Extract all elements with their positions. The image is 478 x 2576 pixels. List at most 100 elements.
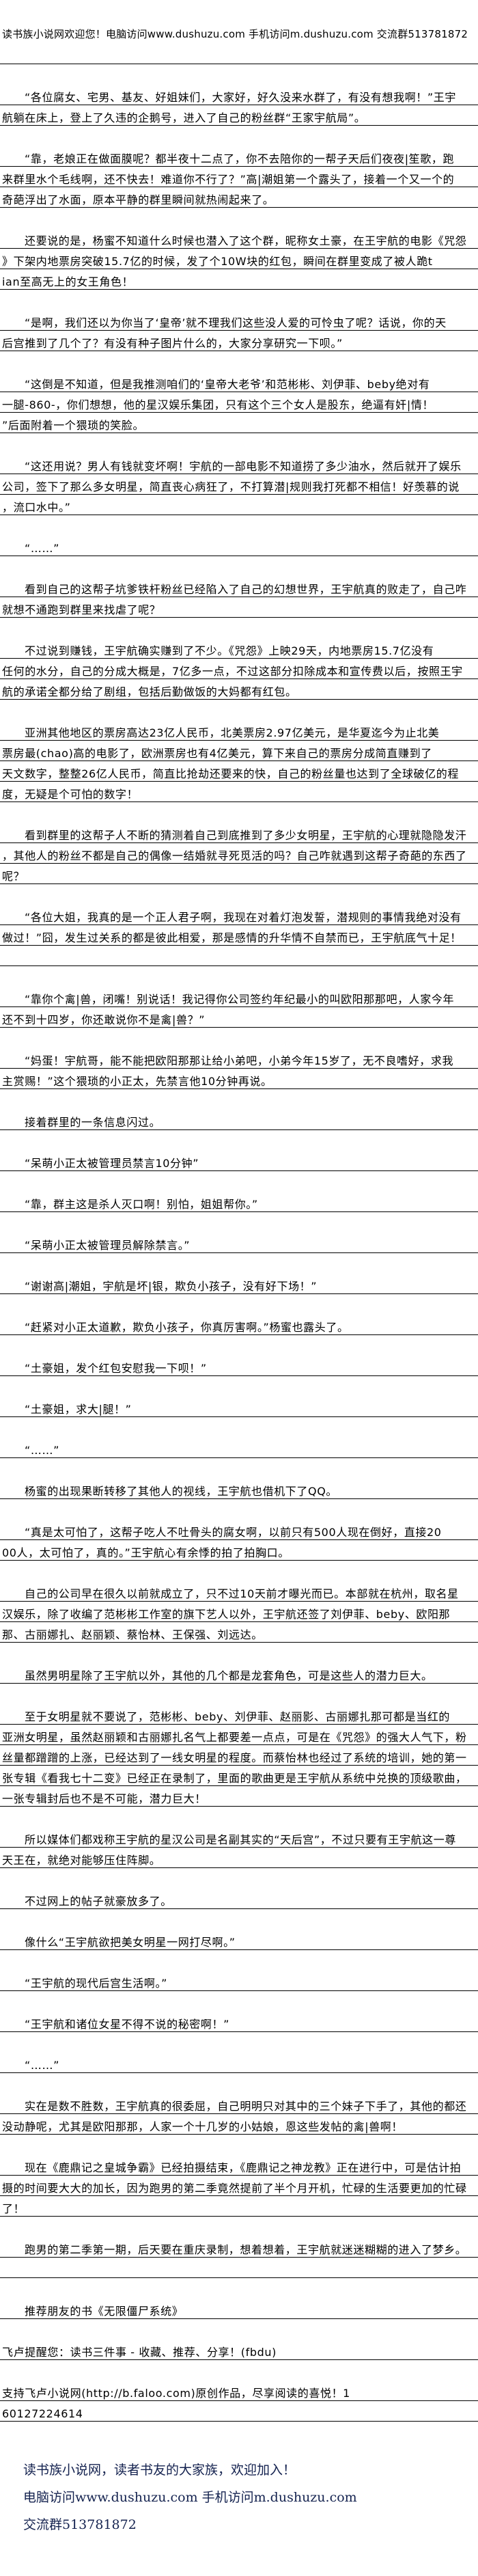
site-header: 读书族小说网欢迎您！电脑访问www.dushuzu.com 手机访问m.dush… — [0, 0, 478, 64]
text-line: 至于女明星就不要说了，范彬彬、beby、刘伊菲、赵丽影、古丽娜扎那可都是当红的 — [0, 1704, 478, 1725]
text-line: 任何的水分，自己的分成大概是，7亿多一点，不过这部分扣除成本和宣传费以后，按照王… — [0, 659, 478, 679]
text-line: “呆萌小正太被管理员禁言10分钟” — [0, 1151, 478, 1171]
paragraph: 至于女明星就不要说了，范彬彬、beby、刘伊菲、赵丽影、古丽娜扎那可都是当红的亚… — [0, 1704, 478, 1807]
paragraph: 虽然男明星除了王宇航以外，其他的几个都是龙套角色，可是这些人的潜力巨大。 — [0, 1663, 478, 1684]
text-line: “谢谢高|潮姐，宇航是坏|银，欺负小孩子，没有好下场！” — [0, 1274, 478, 1294]
text-line: 主赏赐！”这个猥琐的小正太，先禁言他10分钟再说。 — [0, 1069, 478, 1089]
text-line: 亚洲女明星，虽然赵丽颖和古丽娜扎名气上都要差一点点，可是在《咒怨》的强大人气下，… — [0, 1725, 478, 1745]
text-line: 00人，太可怕了，真的。”王宇航心有余悸的拍了拍胸口。 — [0, 1540, 478, 1561]
text-line: 还要说的是，杨蜜不知道什么时候也潜入了这个群，昵称女土豪，在王宇航的电影《咒怨 — [0, 228, 478, 249]
text-line: “呆萌小正太被管理员解除禁言。” — [0, 1233, 478, 1253]
text-line: 了！ — [0, 2196, 478, 2217]
paragraph: 支持飞卢小说网(http://b.faloo.com)原创作品，尽享阅读的喜悦！… — [0, 2381, 478, 2422]
paragraph: “呆萌小正太被管理员禁言10分钟” — [0, 1151, 478, 1171]
text-line: ian至高无上的女王角色！ — [0, 269, 478, 290]
text-line: “这倒是不知道，但是我推测咱们的‘皇帝大老爷’和范彬彬、刘伊菲、beby绝对有 — [0, 372, 478, 392]
chapter-body: “各位腐女、宅男、基友、好姐妹们，大家好，好久没来水群了，有没有想我啊！”王宇航… — [0, 64, 478, 2422]
text-line: 还不到十四岁，你还敢说你不是禽|兽？” — [0, 1007, 478, 1028]
text-line: “王宇航的现代后宫生活啊。” — [0, 1971, 478, 1991]
text-line: 没动静呢，尤其是欧阳那那，人家一个十几岁的小姑娘，恩这些发帖的禽|兽啊！ — [0, 2114, 478, 2135]
paragraph: 看到自己的这帮子坑爹铁杆粉丝已经陷入了自己的幻想世界，王宇航真的败走了，自己咋就… — [0, 577, 478, 618]
text-line: 支持飞卢小说网(http://b.faloo.com)原创作品，尽享阅读的喜悦！… — [0, 2381, 478, 2401]
text-line: 天文数字，整整26亿人民币，简直比抢劫还要来的快，自己的粉丝量也达到了全球破亿的… — [0, 761, 478, 782]
text-line: 公司，签下了那么多女明星，简直丧心病狂了，不打算潜|规则我打死都不相信！好羡慕的… — [0, 474, 478, 495]
text-line: 飞卢提醒您：读书三件事 - 收藏、推荐、分享！(fbdu) — [0, 2340, 478, 2360]
text-line: “……” — [0, 2053, 478, 2073]
text-line — [0, 946, 478, 966]
paragraph: “各位大姐，我真的是一个正人君子啊，我现在对着灯泡发誓，潜规则的事情我绝对没有做… — [0, 905, 478, 966]
text-line: 就想不通跑到群里来找虐了呢？ — [0, 597, 478, 618]
paragraph: “妈蛋！宇航哥，能不能把欧阳那那让给小弟吧，小弟今年15岁了，无不良嗜好，求我主… — [0, 1048, 478, 1089]
paragraph: 像什么“王宇航欲把美女明星一网打尽啊。” — [0, 1930, 478, 1950]
text-line: 看到自己的这帮子坑爹铁杆粉丝已经陷入了自己的幻想世界，王宇航真的败走了，自己咋 — [0, 577, 478, 597]
text-line: 后宫推到了几个了？有没有种子图片什么的，大家分享研究一下呗。” — [0, 331, 478, 351]
text-line: “这还用说？男人有钱就变坏啊！宇航的一部电影不知道捞了多少油水，然后就开了娱乐 — [0, 454, 478, 474]
paragraph: “是啊，我们还以为你当了‘皇帝’就不理我们这些没人爱的可怜虫了呢？话说，你的天后… — [0, 310, 478, 351]
paragraph: 不过说到赚钱，王宇航确实赚到了不少。《咒怨》上映29天，内地票房15.7亿没有任… — [0, 638, 478, 700]
paragraph: 飞卢提醒您：读书三件事 - 收藏、推荐、分享！(fbdu) — [0, 2340, 478, 2360]
paragraph: “……” — [0, 2053, 478, 2073]
text-line: 一张专辑封后也不是不可能，潜力巨大！ — [0, 1786, 478, 1807]
paragraph: 自己的公司早在很久以前就成立了，只不过10天前才曝光而已。本部就在杭州，取名星汉… — [0, 1581, 478, 1643]
text-line: 摄的时间要大大的加长，因为跑男的第二季竟然提前了半个月开机，忙碌的生活要更加的忙… — [0, 2176, 478, 2196]
text-line: 》下架内地票房突破15.7亿的时候，发了个10W块的红包，瞬间在群里变成了被人跪… — [0, 249, 478, 269]
paragraph: 还要说的是，杨蜜不知道什么时候也潜入了这个群，昵称女土豪，在王宇航的电影《咒怨》… — [0, 228, 478, 290]
paragraph: “土豪姐，发个红包安慰我一下呗！” — [0, 1356, 478, 1376]
text-line: “真是太可怕了，这帮子吃人不吐骨头的腐女啊，以前只有500人现在倒好，直接20 — [0, 1520, 478, 1540]
text-line: 跑男的第二季第一期，后天要在重庆录制，想着想着，王宇航就迷迷糊糊的进入了梦乡。 — [0, 2237, 478, 2258]
text-line: “……” — [0, 1438, 478, 1458]
text-line: 票房最(chao)高的电影了，欧洲票房也有4亿美元，算下来自己的票房分成简直赚到… — [0, 741, 478, 761]
paragraph: “呆萌小正太被管理员解除禁言。” — [0, 1233, 478, 1253]
text-line: 不过网上的帖子就豪放多了。 — [0, 1889, 478, 1909]
text-line: 航躺在床上，登上了久违的企鹅号，进入了自己的粉丝群“王家宇航局”。 — [0, 105, 478, 126]
paragraph: 所以媒体们都戏称王宇航的星汉公司是名副其实的“天后宫”，不过只要有王宇航这一尊天… — [0, 1827, 478, 1868]
text-line: 那、古丽娜扎、赵丽颖、蔡怡林、王保强、刘远达。 — [0, 1622, 478, 1643]
text-line: 奇葩浮出了水面，原本平静的群里瞬间就热闹起来了。 — [0, 187, 478, 208]
paragraph: “赶紧对小正太道歉，欺负小孩子，你真厉害啊。”杨蜜也露头了。 — [0, 1315, 478, 1335]
text-line: 丝量都蹭蹭的上涨，已经达到了一线女明星的程度。而蔡怡林也经过了系统的培训，她的第… — [0, 1745, 478, 1766]
paragraph: 不过网上的帖子就豪放多了。 — [0, 1889, 478, 1909]
text-line: 所以媒体们都戏称王宇航的星汉公司是名副其实的“天后宫”，不过只要有王宇航这一尊 — [0, 1827, 478, 1848]
text-line: “靠，群主这是杀人灭口啊！别怕，姐姐帮你。” — [0, 1192, 478, 1212]
paragraph: 亚洲其他地区的票房高达23亿人民币，北美票房2.97亿美元，是华夏迄今为止北美票… — [0, 720, 478, 802]
paragraph: “靠你个禽|兽，闭嘴！别说话！我记得你公司签约年纪最小的叫欧阳那那吧，人家今年还… — [0, 987, 478, 1028]
paragraph: “土豪姐，求大|腿！” — [0, 1397, 478, 1417]
paragraph: “王宇航和诸位女星不得不说的秘密啊！” — [0, 2012, 478, 2032]
text-line: ，其他人的粉丝不都是自己的偶像一结婚就寻死觅活的吗？自己咋就遇到这帮子奇葩的东西… — [0, 843, 478, 864]
paragraph: 接着群里的一条信息闪过。 — [0, 1110, 478, 1130]
paragraph: “……” — [0, 1438, 478, 1458]
text-line: ”后面附着一个猥琐的笑脸。 — [0, 413, 478, 433]
text-line: 自己的公司早在很久以前就成立了，只不过10天前才曝光而已。本部就在杭州，取名星 — [0, 1581, 478, 1602]
text-line: 像什么“王宇航欲把美女明星一网打尽啊。” — [0, 1930, 478, 1950]
text-line: 接着群里的一条信息闪过。 — [0, 1110, 478, 1130]
text-line: “靠你个禽|兽，闭嘴！别说话！我记得你公司签约年纪最小的叫欧阳那那吧，人家今年 — [0, 987, 478, 1007]
footer-access-links: 电脑访问www.dushuzu.com 手机访问m.dushuzu.com — [23, 2490, 357, 2505]
text-line: 推荐朋友的书《无限僵尸系统》 — [0, 2299, 478, 2319]
text-line: “妈蛋！宇航哥，能不能把欧阳那那让给小弟吧，小弟今年15岁了，无不良嗜好，求我 — [0, 1048, 478, 1069]
text-line: “赶紧对小正太道歉，欺负小孩子，你真厉害啊。”杨蜜也露头了。 — [0, 1315, 478, 1335]
text-line: 现在《鹿鼎记之皇城争霸》已经拍摄结束，《鹿鼎记之神龙教》正在进行中，可是估计拍 — [0, 2155, 478, 2176]
text-line: 航的承诺全都分给了剧组，包括后勤做饭的大妈都有红包。 — [0, 679, 478, 700]
paragraph: “王宇航的现代后宫生活啊。” — [0, 1971, 478, 1991]
text-line: “各位腐女、宅男、基友、好姐妹们，大家好，好久没来水群了，有没有想我啊！”王宇 — [0, 85, 478, 105]
text-line: 看到群里的这帮子人不断的猜测着自己到底推到了多少女明星，王宇航的心理就隐隐发汗 — [0, 823, 478, 843]
paragraph: 实在是数不胜数，王宇航真的很委屈，自己明明只对其中的三个妹子下手了，其他的都还没… — [0, 2094, 478, 2135]
paragraph: 看到群里的这帮子人不断的猜测着自己到底推到了多少女明星，王宇航的心理就隐隐发汗，… — [0, 823, 478, 884]
paragraph: 现在《鹿鼎记之皇城争霸》已经拍摄结束，《鹿鼎记之神龙教》正在进行中，可是估计拍摄… — [0, 2155, 478, 2217]
text-line: 张专辑《看我七十二变》已经正在录制了，里面的歌曲更是王宇航从系统中兑换的顶级歌曲… — [0, 1766, 478, 1786]
text-line: 亚洲其他地区的票房高达23亿人民币，北美票房2.97亿美元，是华夏迄今为止北美 — [0, 720, 478, 741]
text-line: “王宇航和诸位女星不得不说的秘密啊！” — [0, 2012, 478, 2032]
paragraph: 杨蜜的出现果断转移了其他人的视线，王宇航也借机下了QQ。 — [0, 1479, 478, 1499]
paragraph: 推荐朋友的书《无限僵尸系统》 — [0, 2299, 478, 2319]
text-line: “各位大姐，我真的是一个正人君子啊，我现在对着灯泡发誓，潜规则的事情我绝对没有 — [0, 905, 478, 925]
text-line: 一腿-860-，你们想想，他的星汉娱乐集团，只有这个三个女人是股东，绝逼有奸|情… — [0, 392, 478, 413]
site-welcome-banner: 读书族小说网欢迎您！电脑访问www.dushuzu.com 手机访问m.dush… — [2, 28, 468, 40]
text-line: 60127224614 — [0, 2401, 478, 2422]
paragraph: “靠，群主这是杀人灭口啊！别怕，姐姐帮你。” — [0, 1192, 478, 1212]
paragraph: “……” — [0, 536, 478, 556]
paragraph: “各位腐女、宅男、基友、好姐妹们，大家好，好久没来水群了，有没有想我啊！”王宇航… — [0, 85, 478, 126]
text-line: “靠，老娘正在做面膜呢？都半夜十二点了，你不去陪你的一帮子天后们夜夜|笙歌，跑 — [0, 146, 478, 167]
text-line: 虽然男明星除了王宇航以外，其他的几个都是龙套角色，可是这些人的潜力巨大。 — [0, 1663, 478, 1684]
footer-group-number: 交流群513781872 — [23, 2517, 137, 2532]
